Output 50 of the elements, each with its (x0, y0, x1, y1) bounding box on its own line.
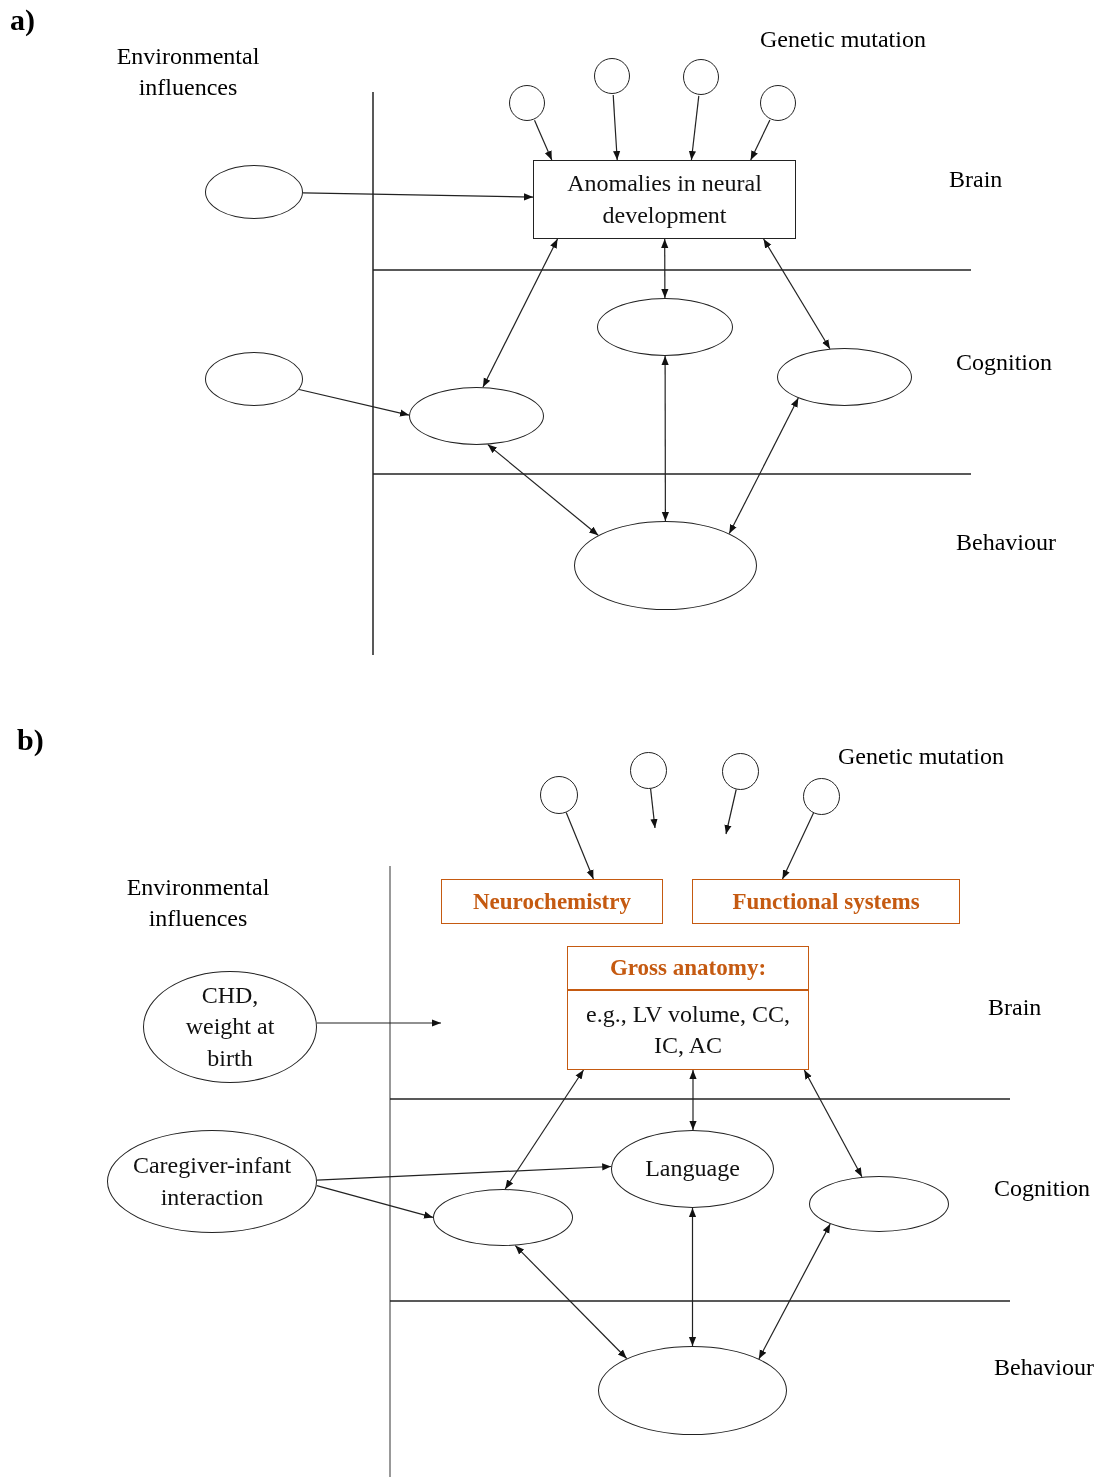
arrow (781, 812, 815, 880)
arrow (661, 238, 669, 299)
node-text: CHD, weight at birth (184, 981, 276, 1073)
process-box (567, 946, 809, 1070)
ellipse-node (107, 1130, 317, 1233)
node-text: Caregiver-infant interaction (131, 1151, 293, 1212)
arrow (750, 119, 771, 161)
arrow (612, 94, 621, 161)
section-label: Behaviour (956, 528, 1056, 557)
arrow (758, 1223, 831, 1360)
box-text: e.g., LV volume, CC, IC, AC (585, 999, 791, 1060)
arrow (688, 1207, 697, 1347)
arrow (302, 192, 534, 201)
section-label: Cognition (994, 1174, 1090, 1203)
section-label: Environmental influences (125, 873, 271, 934)
arrow (803, 1069, 863, 1178)
section-label: Environmental influences (115, 42, 261, 103)
arrow (298, 388, 410, 417)
section-label: Genetic mutation (838, 742, 1004, 771)
node-text: Neurochemistry (472, 887, 632, 916)
arrow (763, 238, 831, 350)
arrow (565, 812, 594, 880)
process-box (533, 160, 796, 239)
arrow (689, 1069, 697, 1131)
node-text: Anomalies in neural development (566, 169, 763, 230)
panel-label: a) (10, 2, 35, 38)
arrow (514, 1245, 628, 1360)
process-box (441, 879, 663, 924)
arrow (504, 1069, 585, 1190)
node-text: Functional systems (731, 887, 921, 916)
arrow (482, 238, 559, 388)
arrow (487, 444, 599, 536)
arrow (661, 355, 669, 522)
section-label: Brain (988, 993, 1042, 1022)
section-label: Genetic mutation (760, 25, 926, 54)
arrow (650, 788, 658, 829)
section-label: Brain (949, 165, 1003, 194)
arrow (688, 95, 700, 161)
arrow (724, 788, 737, 835)
process-box (692, 879, 960, 924)
section-label: Cognition (956, 348, 1052, 377)
box-heading: Gross anatomy: (608, 954, 768, 983)
arrow (316, 1019, 442, 1027)
arrow (728, 397, 799, 535)
arrow (316, 1163, 612, 1181)
section-label: Behaviour (994, 1353, 1094, 1382)
panel-label: b) (17, 722, 44, 758)
arrow (316, 1185, 434, 1219)
arrow (533, 119, 553, 161)
node-text: Language (644, 1154, 741, 1184)
